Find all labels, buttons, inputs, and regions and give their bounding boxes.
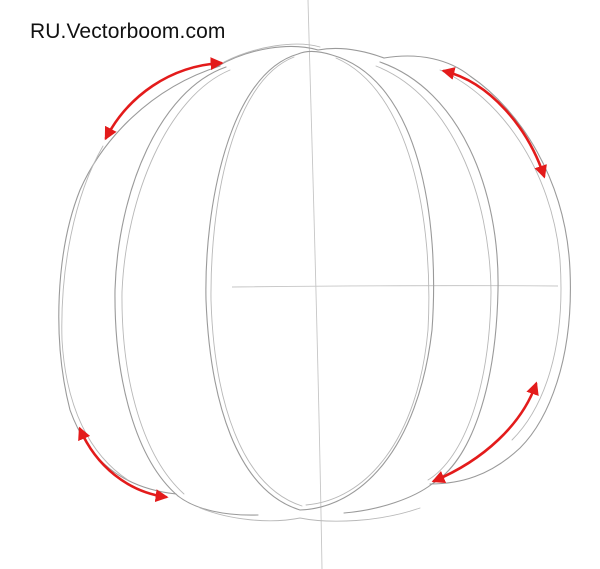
pumpkin-right-inner-segment	[343, 61, 499, 514]
arrow-bottom-right	[431, 381, 539, 483]
pumpkin-top-bottom	[199, 43, 421, 522]
vertical-guide-line	[307, 0, 323, 569]
red-arrows	[78, 57, 547, 503]
arrow-top-right	[441, 67, 547, 179]
arrow-bottom-left	[78, 426, 169, 503]
pumpkin-center-segment	[205, 50, 435, 511]
arrow-top-left	[104, 57, 224, 141]
guide-lines	[231, 0, 559, 569]
horizontal-guide-line	[231, 285, 559, 288]
pumpkin-left-outer-segment	[58, 65, 221, 495]
watermark-text: RU.Vectorboom.com	[30, 20, 226, 43]
